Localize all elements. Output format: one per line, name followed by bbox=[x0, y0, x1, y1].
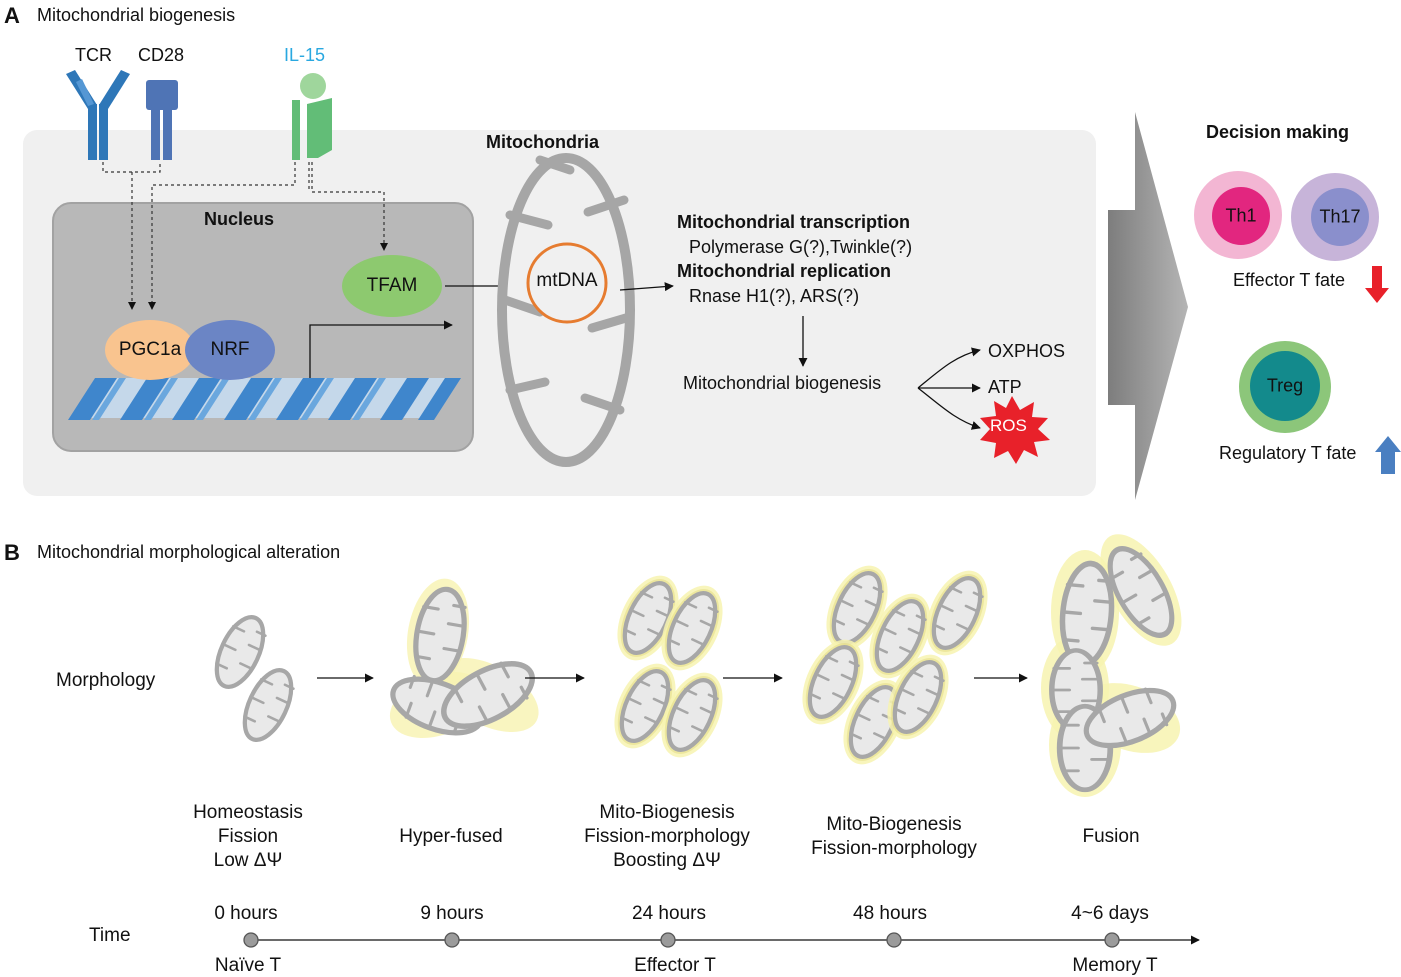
cd28-receptor-icon bbox=[146, 80, 178, 160]
stage-line: Fusion bbox=[1082, 826, 1140, 847]
th17-cell-icon bbox=[1291, 173, 1379, 261]
mitochondria-label: Mitochondria bbox=[486, 132, 599, 152]
biogenesis-label: Mitochondrial biogenesis bbox=[683, 373, 882, 393]
stage-line: Fission-morphology bbox=[811, 838, 977, 859]
cell-0: Naïve T bbox=[214, 955, 282, 976]
stage-2-description: Mito-Biogenesis Fission-morphology Boost… bbox=[584, 801, 750, 873]
time-2: 24 hours bbox=[632, 903, 706, 924]
stage-line: Fission-morphology bbox=[584, 826, 750, 847]
up-arrow-icon bbox=[1375, 436, 1401, 474]
decision-arrow-icon bbox=[1108, 112, 1188, 500]
th1-label: Th1 bbox=[1225, 205, 1257, 226]
treg-label: Treg bbox=[1266, 375, 1304, 396]
transcription-detail: Polymerase G(?),Twinkle(?) bbox=[689, 237, 913, 257]
morphology-label: Morphology bbox=[56, 670, 156, 691]
ros-label: ROS bbox=[990, 416, 1027, 435]
nrf-oval bbox=[185, 320, 275, 380]
timeline-dot bbox=[444, 932, 460, 948]
treg-cell-icon bbox=[1239, 341, 1331, 433]
time-4: 4~6 days bbox=[1071, 903, 1149, 924]
stage-4-description: Fusion bbox=[1082, 825, 1139, 849]
time-0: 0 hours bbox=[214, 903, 278, 924]
timeline-dot bbox=[243, 932, 259, 948]
cell-2: Effector T bbox=[634, 955, 716, 976]
tcr-label: TCR bbox=[75, 45, 112, 65]
nrf-label: NRF bbox=[210, 339, 250, 360]
stage-line: Homeostasis bbox=[193, 802, 303, 823]
mito-stage-24h-icon bbox=[602, 566, 735, 767]
mito-stage-homeostasis-icon bbox=[207, 610, 301, 747]
panel-b-letter: B bbox=[4, 540, 20, 565]
mtdna-circle bbox=[526, 242, 608, 324]
panel-a-title: Mitochondrial biogenesis bbox=[37, 5, 236, 25]
stage-1-description: Hyper-fused bbox=[399, 825, 503, 849]
replication-detail: Rnase H1(?), ARS(?) bbox=[689, 286, 860, 306]
il15-receptor-icon bbox=[292, 73, 332, 160]
stage-line: Hyper-fused bbox=[399, 826, 503, 847]
cell-4: Memory T bbox=[1072, 955, 1158, 976]
decision-title: Decision making bbox=[1206, 122, 1350, 142]
time-1: 9 hours bbox=[420, 903, 484, 924]
th1-cell-icon bbox=[1194, 171, 1282, 259]
stage-3-description: Mito-Biogenesis Fission-morphology bbox=[811, 813, 977, 861]
timeline-dot bbox=[886, 932, 902, 948]
replication-title: Mitochondrial replication bbox=[677, 261, 892, 281]
tcr-receptor-icon bbox=[66, 70, 130, 160]
stage-line: Low ΔΨ bbox=[213, 850, 283, 871]
tfam-label: TFAM bbox=[366, 275, 418, 296]
mito-stage-hyperfused-icon bbox=[381, 578, 551, 751]
il15-label: IL-15 bbox=[284, 45, 326, 65]
th17-label: Th17 bbox=[1319, 206, 1361, 227]
tfam-oval bbox=[342, 255, 442, 317]
pgc1a-oval bbox=[105, 320, 195, 380]
nucleus-label: Nucleus bbox=[204, 209, 275, 229]
atp-label: ATP bbox=[988, 377, 1022, 397]
stage-line: Mito-Biogenesis bbox=[599, 802, 735, 823]
cd28-label: CD28 bbox=[138, 45, 185, 65]
ros-burst-icon bbox=[980, 396, 1050, 464]
timeline-dot bbox=[1104, 932, 1120, 948]
mito-stage-48h-icon bbox=[790, 556, 1000, 774]
mito-stage-fusion-icon bbox=[1041, 534, 1198, 797]
down-arrow-icon bbox=[1365, 266, 1389, 303]
time-3: 48 hours bbox=[853, 903, 927, 924]
oxphos-label: OXPHOS bbox=[988, 341, 1066, 361]
regulatory-fate-label: Regulatory T fate bbox=[1219, 443, 1357, 463]
time-label: Time bbox=[89, 925, 131, 946]
dna-helix-icon bbox=[68, 378, 461, 420]
panel-b-title: Mitochondrial morphological alteration bbox=[37, 542, 341, 562]
transcription-title: Mitochondrial transcription bbox=[677, 212, 911, 232]
panel-a-letter: A bbox=[4, 3, 20, 28]
stage-line: Mito-Biogenesis bbox=[826, 814, 962, 835]
stage-0-description: Homeostasis Fission Low ΔΨ bbox=[193, 801, 303, 873]
stage-line: Boosting ΔΨ bbox=[613, 850, 721, 871]
stage-line: Fission bbox=[217, 826, 279, 847]
pgc1a-label: PGC1a bbox=[118, 339, 182, 360]
effector-fate-label: Effector T fate bbox=[1233, 270, 1346, 290]
timeline-dot bbox=[660, 932, 676, 948]
mtdna-label: mtDNA bbox=[536, 270, 598, 291]
